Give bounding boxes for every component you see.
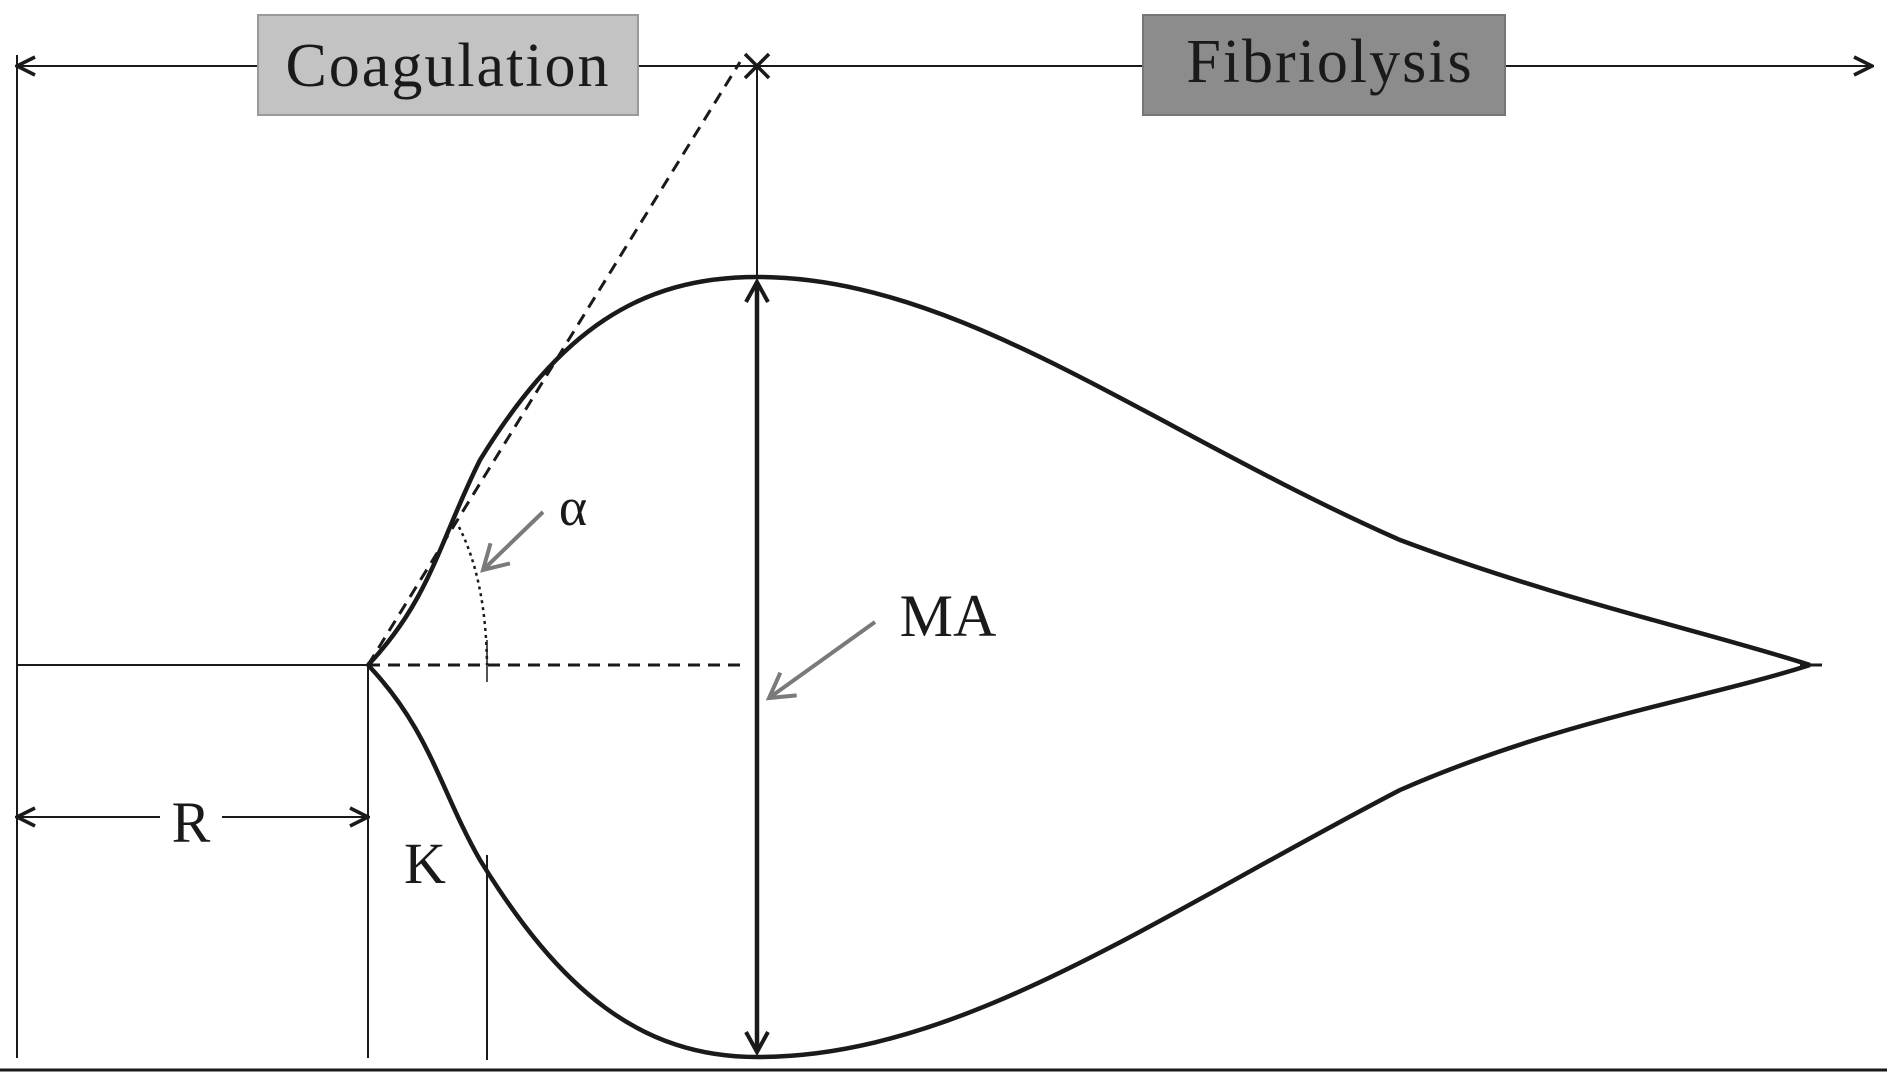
fibrinolysis-phase-box: Fibriolysis (1142, 14, 1506, 116)
alpha-label: α (559, 477, 587, 537)
k-label: K (404, 831, 446, 896)
teg-lower-curve (366, 662, 1811, 1060)
ma-label: MA (900, 583, 997, 649)
alpha-pointer-arrow (480, 510, 545, 573)
ma-pointer-arrow (765, 620, 877, 701)
coagulation-phase-box: Coagulation (257, 14, 639, 116)
teg-upper-curve (366, 274, 1811, 668)
r-label: R (172, 790, 211, 855)
coagulation-label: Coagulation (285, 32, 610, 100)
fibrinolysis-label: Fibriolysis (1186, 28, 1473, 96)
alpha-tangent-dashed (366, 61, 742, 666)
alpha-angle-arc (457, 526, 489, 666)
